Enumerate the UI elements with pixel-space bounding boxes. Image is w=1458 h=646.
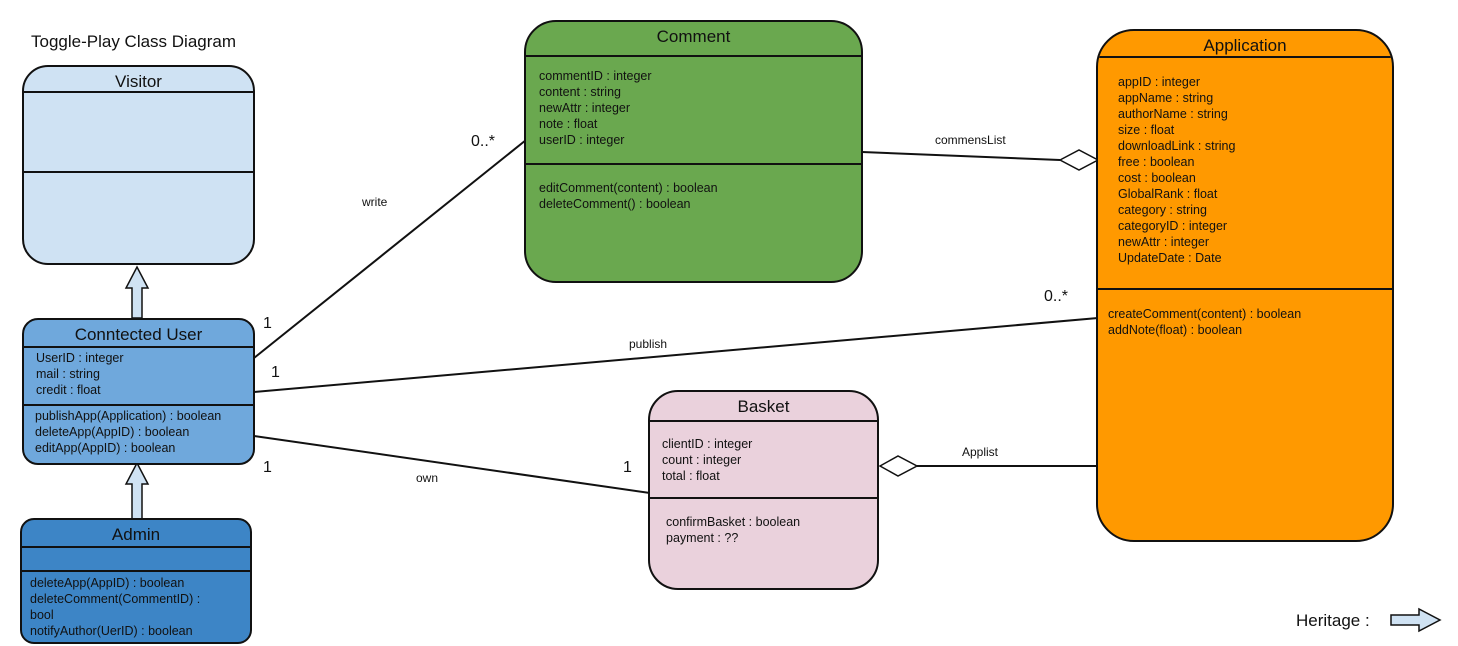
- attribute: userID : integer: [539, 133, 625, 147]
- own-association-line: [253, 435, 651, 494]
- attribute-separator: [24, 91, 253, 93]
- basket-class: Basket clientID : integer count : intege…: [648, 390, 879, 590]
- attribute: total : float: [662, 469, 720, 483]
- class-name: Application: [1203, 36, 1287, 55]
- method: createComment(content) : boolean: [1108, 307, 1302, 321]
- attribute: authorName : string: [1118, 107, 1228, 121]
- method: editComment(content) : boolean: [539, 181, 718, 195]
- method-list: editComment(content) : boolean deleteCom…: [539, 180, 718, 212]
- applist-label: Applist: [962, 445, 999, 459]
- attribute-separator: [24, 346, 253, 348]
- attribute: newAttr : integer: [1118, 235, 1210, 249]
- method-separator: [24, 404, 253, 406]
- heritage-legend-label: Heritage :: [1296, 611, 1370, 630]
- attribute: content : string: [539, 85, 621, 99]
- method-separator: [1098, 288, 1392, 290]
- applist-diamond-icon: [878, 455, 919, 477]
- method-separator: [526, 163, 861, 165]
- publish-label: publish: [629, 337, 668, 351]
- application-class: Application appID : integer appName : st…: [1096, 29, 1394, 542]
- attribute-separator: [650, 420, 877, 422]
- attribute: note : float: [539, 117, 598, 131]
- attribute: newAttr : integer: [539, 101, 631, 115]
- method: deleteComment(CommentID) :: [30, 592, 201, 606]
- attribute: size : float: [1118, 123, 1175, 137]
- attribute: appID : integer: [1118, 75, 1200, 89]
- comments-list-label: commensList: [935, 133, 1006, 147]
- method: deleteComment() : boolean: [539, 197, 691, 211]
- method-separator: [24, 171, 253, 173]
- own-basket-multiplicity: 1: [623, 459, 632, 476]
- write-user-multiplicity: 1: [263, 315, 272, 332]
- attribute-list: appID : integer appName : string authorN…: [1118, 74, 1235, 266]
- method: publishApp(Application) : boolean: [35, 409, 222, 423]
- attribute: cost : boolean: [1118, 171, 1196, 185]
- attribute: downloadLink : string: [1118, 139, 1236, 153]
- diagram-title: Toggle-Play Class Diagram: [31, 32, 237, 51]
- attribute-list: clientID : integer count : integer total…: [662, 436, 752, 484]
- comments-list-aggregation-line: [861, 151, 1061, 161]
- attribute: free : boolean: [1118, 155, 1195, 169]
- connected-user-class: Conntected User UserID : integer mail : …: [22, 318, 255, 465]
- attribute: credit : float: [36, 383, 101, 397]
- heritage-legend-arrow-icon: [1390, 607, 1442, 633]
- method: notifyAuthor(UerID) : boolean: [30, 624, 193, 638]
- method-list: confirmBasket : boolean payment : ??: [666, 514, 800, 546]
- attribute-separator: [526, 55, 861, 57]
- attribute: mail : string: [36, 367, 100, 381]
- method: confirmBasket : boolean: [666, 515, 801, 529]
- method: addNote(float) : boolean: [1108, 323, 1243, 337]
- method-separator: [22, 570, 250, 572]
- attribute-separator: [1098, 56, 1392, 58]
- attribute: appName : string: [1118, 91, 1214, 105]
- method: deleteApp(AppID) : boolean: [35, 425, 190, 439]
- class-name: Comment: [656, 27, 731, 46]
- write-label: write: [362, 195, 388, 209]
- class-name: Basket: [737, 397, 790, 416]
- class-name: Admin: [111, 525, 161, 544]
- write-association-line: [253, 139, 527, 359]
- publish-association-line: [253, 317, 1099, 393]
- attribute: GlobalRank : float: [1118, 187, 1218, 201]
- attribute: UserID : integer: [36, 351, 124, 365]
- method-list: publishApp(Application) : boolean delete…: [35, 408, 221, 456]
- attribute: commentID : integer: [539, 69, 652, 83]
- attribute: UpdateDate : Date: [1118, 251, 1222, 265]
- method: payment : ??: [666, 531, 739, 545]
- method: deleteApp(AppID) : boolean: [30, 576, 185, 590]
- own-label: own: [416, 471, 439, 485]
- publish-user-multiplicity: 1: [271, 364, 280, 381]
- admin-inheritance-arrow-icon: [124, 461, 150, 521]
- method-list: deleteApp(AppID) : boolean deleteComment…: [30, 575, 200, 639]
- class-name: Visitor: [115, 72, 162, 91]
- visitor-class: Visitor: [22, 65, 255, 265]
- write-comment-multiplicity: 0..*: [471, 133, 496, 150]
- comments-list-diamond-icon: [1058, 149, 1100, 171]
- method-separator: [650, 497, 877, 499]
- attribute-list: UserID : integer mail : string credit : …: [36, 350, 124, 398]
- publish-application-multiplicity: 0..*: [1044, 288, 1069, 305]
- class-name: Conntected User: [74, 325, 203, 344]
- attribute: clientID : integer: [662, 437, 753, 451]
- comment-class: Comment commentID : integer content : st…: [524, 20, 863, 283]
- attribute-list: commentID : integer content : string new…: [539, 68, 652, 148]
- attribute: category : string: [1118, 203, 1207, 217]
- own-user-multiplicity: 1: [263, 459, 272, 476]
- method: bool: [30, 608, 54, 622]
- method: editApp(AppID) : boolean: [35, 441, 176, 455]
- method-list: createComment(content) : boolean addNote…: [1108, 306, 1301, 338]
- visitor-inheritance-arrow-icon: [124, 265, 150, 319]
- attribute: categoryID : integer: [1118, 219, 1228, 233]
- admin-class: Admin deleteApp(AppID) : boolean deleteC…: [20, 518, 252, 644]
- attribute-separator: [22, 546, 250, 548]
- attribute: count : integer: [662, 453, 742, 467]
